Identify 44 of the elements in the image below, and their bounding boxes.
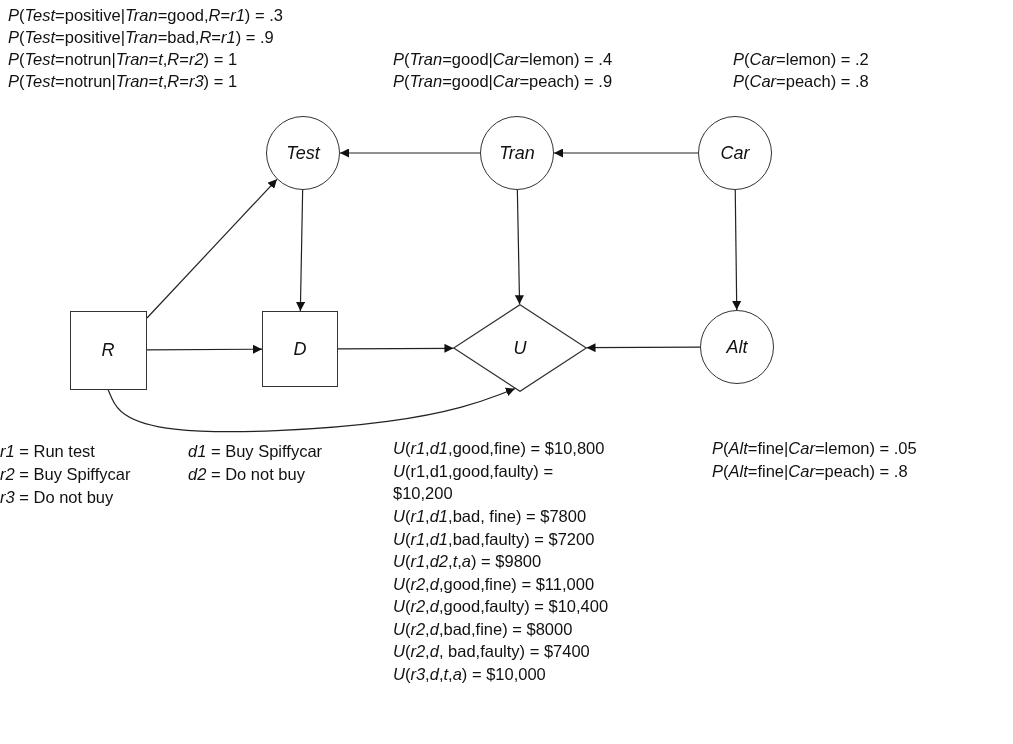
formula-text: P(Test=notrun|Tran=t,R=r2) = 1 [8,49,238,70]
arrow [337,343,455,353]
formula-text: U(r1,d1,bad,faulty) = $7200 [393,528,595,550]
utility-node [453,304,587,392]
node-label: R [101,339,115,361]
arrow [585,343,701,353]
formula-text: r3 = Do not buy [0,487,114,508]
formula-text: P(Car=peach) = .8 [733,71,869,92]
formula-text: P(Alt=fine|Car=lemon) = .05 [712,438,917,459]
formula-text: U(r1,d1,good,fine) = $10,800 [393,438,605,459]
formula-text: P(Test=notrun|Tran=t,R=r3) = 1 [8,71,238,92]
arrow [553,148,699,158]
node-label: Car [720,142,750,164]
formula-text: P(Alt=fine|Car=peach) = .8 [712,461,908,482]
formula-text: U(r1,d1,bad, fine) = $7800 [393,506,587,527]
arrow [145,344,263,354]
formula-text: P(Car=lemon) = .2 [733,49,869,70]
formula-text: r1 = Run test [0,441,95,462]
formula-text: P(Tran=good|Car=lemon) = .4 [393,49,613,70]
formula-text: U(r2,d, bad,faulty) = $7400 [393,641,590,662]
formula-text: U(r1,d2,t,a) = $9800 [393,551,542,572]
arrow [732,189,742,311]
formula-text: U(r2,d,good,fine) = $11,000 [393,573,595,595]
formula-text: U(r3,d,t,a) = $10,000 [393,663,546,685]
arrow [514,189,524,305]
arrow [107,387,516,433]
node-label: Alt [726,336,748,358]
arrow [339,148,481,158]
arrow [296,189,306,312]
formula-text: r2 = Buy Spiffycar [0,464,131,485]
formula-text: P(Tran=good|Car=peach) = .9 [393,71,613,92]
node-label: Tran [499,142,535,164]
formula-text: U(r2,d,bad,fine) = $8000 [393,618,573,640]
node-label: Test [286,142,320,164]
formula-text: U(r2,d,good,faulty) = $10,400 [393,596,609,617]
formula-text: d1 = Buy Spiffycar [188,441,323,462]
decision-node [262,311,338,387]
node-label: U [513,337,527,359]
formula-text: P(Test=positive|Tran=good,R=r1) = .3 [8,5,283,26]
formula-text: d2 = Do not buy [188,464,305,485]
arrow [146,178,278,319]
decision-node [69,310,147,390]
formula-text: P(Test=positive|Tran=bad,R=r1) = .9 [8,27,274,48]
node-label: D [293,338,307,360]
